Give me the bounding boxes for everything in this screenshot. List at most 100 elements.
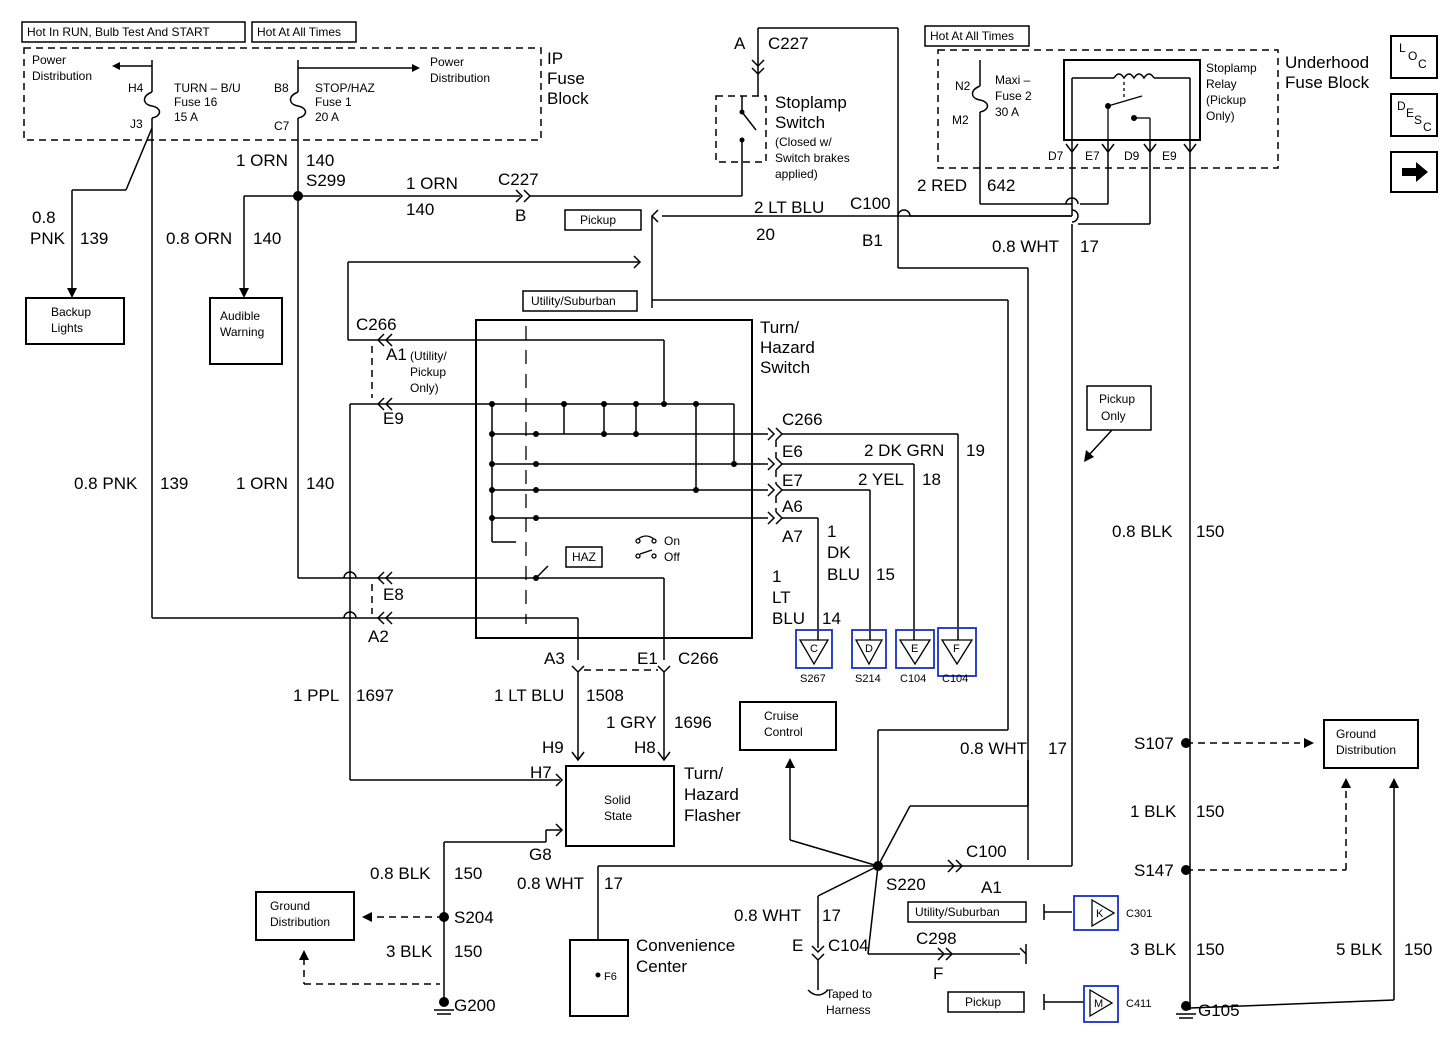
svg-text:applied): applied): [775, 167, 818, 181]
svg-text:C100: C100: [850, 194, 891, 213]
svg-text:14: 14: [822, 609, 841, 628]
upper-wire-labels: 1 ORN 140 S299 1 ORN 140 C227 B 0.8 PNK …: [30, 151, 1224, 541]
svg-text:E9: E9: [383, 409, 404, 428]
next-arrow-button[interactable]: [1390, 151, 1438, 193]
svg-text:Flasher: Flasher: [684, 806, 741, 825]
svg-text:F: F: [953, 643, 960, 655]
svg-text:Fuse: Fuse: [547, 69, 585, 88]
svg-text:Distribution: Distribution: [270, 915, 330, 929]
svg-text:Switch: Switch: [775, 113, 825, 132]
svg-text:E: E: [911, 643, 918, 655]
loc-button[interactable]: L O C: [1390, 35, 1438, 79]
stoplamp-switch: A C227 Stoplamp Switch (Closed w/ Switch…: [715, 28, 850, 181]
svg-text:C266: C266: [356, 315, 397, 334]
svg-text:Solid: Solid: [604, 793, 631, 807]
svg-text:S: S: [1414, 113, 1422, 127]
svg-text:A: A: [734, 34, 746, 53]
svg-text:E1: E1: [637, 649, 658, 668]
lower-center-wiring: 0.8 WHT 17 S220 C100 A1 0.8 WHT 17 0.8 W…: [517, 739, 1152, 1023]
svg-text:S147: S147: [1134, 861, 1174, 880]
svg-text:K: K: [1096, 908, 1104, 920]
svg-text:Utility/Suburban: Utility/Suburban: [531, 294, 616, 308]
svg-text:S214: S214: [855, 673, 881, 685]
svg-text:Turn/: Turn/: [684, 764, 723, 783]
svg-text:17: 17: [1048, 739, 1067, 758]
svg-text:C: C: [1418, 57, 1427, 71]
header-hot-in-run: Hot In RUN, Bulb Test And START: [21, 21, 246, 43]
svg-text:E: E: [792, 936, 803, 955]
svg-text:2 DK GRN: 2 DK GRN: [864, 441, 944, 460]
arrow-right-icon: [1402, 162, 1428, 182]
svg-text:D: D: [1397, 99, 1406, 113]
splice-d: D S214: [851, 629, 887, 685]
svg-text:Power: Power: [430, 55, 464, 69]
underhood-fuse-block: Underhood Fuse Block N2 M2 Maxi – Fuse 2…: [937, 49, 1370, 204]
svg-text:2 RED: 2 RED: [917, 176, 967, 195]
svg-text:M2: M2: [952, 113, 969, 127]
svg-text:Distribution: Distribution: [32, 69, 92, 83]
svg-text:DK: DK: [827, 543, 851, 562]
svg-text:F: F: [933, 964, 943, 983]
svg-text:E7: E7: [1085, 149, 1100, 163]
svg-text:Warning: Warning: [220, 325, 264, 339]
svg-text:0.8 BLK: 0.8 BLK: [1112, 522, 1173, 541]
convenience-center: F6 Convenience Center: [569, 936, 735, 1017]
svg-text:Stoplamp: Stoplamp: [775, 93, 847, 112]
desc-button[interactable]: D E S C: [1390, 93, 1438, 137]
turn-hazard-flasher: 1 PPL 1697 1 LT BLU 1508 1 GRY 1696 H9 H…: [293, 672, 741, 1002]
svg-text:E6: E6: [782, 442, 803, 461]
svg-text:C411: C411: [1126, 998, 1151, 1010]
svg-text:Block: Block: [547, 89, 589, 108]
upper-wiring: [67, 27, 1191, 1010]
svg-text:3 BLK: 3 BLK: [1130, 940, 1177, 959]
svg-text:Utility/Suburban: Utility/Suburban: [915, 905, 1000, 919]
svg-text:On: On: [664, 534, 680, 548]
svg-text:0.8 BLK: 0.8 BLK: [370, 864, 431, 883]
backup-lights-box: Backup Lights: [25, 297, 125, 345]
svg-text:20: 20: [756, 225, 775, 244]
svg-text:0.8 WHT: 0.8 WHT: [960, 739, 1027, 758]
svg-text:H4: H4: [128, 81, 144, 95]
svg-text:1 ORN: 1 ORN: [406, 174, 458, 193]
svg-text:19: 19: [966, 441, 985, 460]
svg-text:Distribution: Distribution: [1336, 743, 1396, 757]
svg-text:C104: C104: [828, 936, 869, 955]
header-hot-at-all-times-underhood: Hot At All Times: [924, 25, 1030, 47]
svg-text:642: 642: [987, 176, 1015, 195]
svg-text:0.8 WHT: 0.8 WHT: [992, 237, 1059, 256]
svg-text:5 BLK: 5 BLK: [1336, 940, 1383, 959]
svg-text:Hot At All Times: Hot At All Times: [257, 25, 341, 39]
splice-e: E C104: [895, 629, 935, 685]
svg-text:Only: Only: [1101, 409, 1126, 423]
svg-text:150: 150: [1196, 522, 1224, 541]
svg-text:Turn/: Turn/: [760, 318, 799, 337]
svg-text:LT: LT: [772, 588, 791, 607]
svg-text:TURN – B/U: TURN – B/U: [174, 81, 241, 95]
svg-text:F6: F6: [604, 971, 617, 983]
svg-text:2 YEL: 2 YEL: [858, 470, 904, 489]
svg-text:Cruise: Cruise: [764, 709, 799, 723]
svg-text:Harness: Harness: [826, 1003, 871, 1017]
svg-text:Fuse 2: Fuse 2: [995, 89, 1032, 103]
svg-text:1 GRY: 1 GRY: [606, 713, 657, 732]
svg-text:Lights: Lights: [51, 321, 83, 335]
svg-text:H7: H7: [530, 763, 552, 782]
svg-text:1: 1: [772, 567, 781, 586]
svg-text:2 LT BLU: 2 LT BLU: [754, 198, 824, 217]
svg-text:20 A: 20 A: [315, 110, 339, 124]
svg-text:Relay: Relay: [1206, 77, 1237, 91]
svg-text:G8: G8: [529, 845, 552, 864]
svg-text:17: 17: [1080, 237, 1099, 256]
svg-text:(Closed w/: (Closed w/: [775, 135, 832, 149]
turn-hazard-switch: Turn/ Hazard Switch C266 A1 (Utility/ Pi…: [152, 315, 985, 780]
svg-text:E9: E9: [1162, 149, 1177, 163]
svg-text:C227: C227: [498, 170, 539, 189]
cruise-control-box: Cruise Control: [739, 701, 879, 867]
svg-text:Convenience: Convenience: [636, 936, 735, 955]
svg-text:Pickup: Pickup: [410, 365, 446, 379]
svg-text:N2: N2: [955, 79, 971, 93]
svg-text:M: M: [1094, 998, 1103, 1010]
svg-text:S204: S204: [454, 908, 494, 927]
svg-text:1 BLK: 1 BLK: [1130, 802, 1177, 821]
svg-text:S267: S267: [800, 673, 826, 685]
